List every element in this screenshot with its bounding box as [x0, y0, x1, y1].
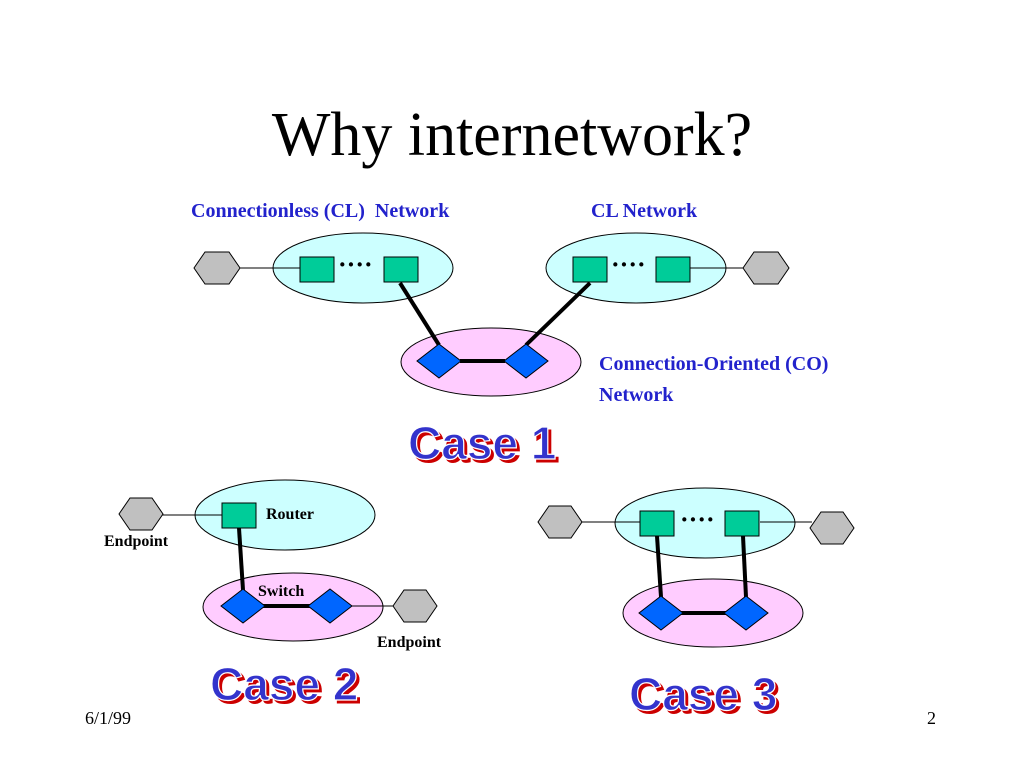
cl-network-cloud [614, 487, 796, 559]
router-icon [221, 502, 257, 529]
footer-date: 6/1/99 [85, 708, 132, 728]
switch-icon [723, 595, 769, 631]
router-icon [572, 256, 608, 283]
router-icon [299, 256, 335, 283]
case3-shadow: Case 3 [632, 671, 780, 723]
endpoint-label: Endpoint [104, 533, 169, 550]
router-icon [655, 256, 691, 283]
case2-shadow: Case 2 [213, 661, 361, 713]
endpoint-icon [193, 251, 241, 285]
case1-shadow: Case 1 [411, 420, 559, 472]
endpoint-label: Endpoint [377, 634, 442, 651]
router-switch-link [741, 535, 748, 598]
endpoint-icon [742, 251, 790, 285]
co-network-label: Network [599, 384, 674, 406]
case2-diagram: Router Switch Endpoint Endpoint Case 2 C… [104, 479, 442, 714]
endpoint-icon [537, 505, 583, 539]
endpoint-icon [118, 497, 164, 531]
case3-label: Case 3 [629, 668, 777, 720]
router-switch-link [655, 535, 663, 598]
switch-icon [307, 588, 353, 624]
case2-label: Case 2 [210, 658, 358, 710]
case3-diagram: ···· Case 3 Case 3 [537, 487, 855, 724]
endpoint-icon [809, 511, 855, 545]
dots-ellipsis: ···· [338, 250, 373, 279]
slide-title: Why internetwork? [271, 101, 753, 169]
dots-ellipsis: ···· [680, 505, 715, 534]
switch-icon [220, 588, 266, 624]
router-switch-link [524, 281, 592, 347]
switch-icon [638, 595, 684, 631]
cl-network-label: Connectionless (CL) Network [191, 200, 450, 222]
router-label: Router [266, 506, 314, 523]
switch-icon [416, 343, 462, 379]
cl-network-label: CL Network [591, 200, 698, 222]
router-switch-link [398, 281, 441, 347]
switch-icon [503, 343, 549, 379]
router-icon [724, 510, 760, 537]
switch-label: Switch [258, 583, 304, 600]
router-icon [639, 510, 675, 537]
router-switch-link [237, 527, 245, 591]
endpoint-icon [392, 589, 438, 623]
router-icon [383, 256, 419, 283]
case1-diagram: ···· ···· Connectionless (CL) Network CL… [191, 200, 828, 473]
co-network-label: Connection-Oriented (CO) [599, 353, 828, 375]
page-number: 2 [927, 708, 936, 728]
case1-label: Case 1 [408, 417, 556, 469]
dots-ellipsis: ···· [611, 250, 646, 279]
